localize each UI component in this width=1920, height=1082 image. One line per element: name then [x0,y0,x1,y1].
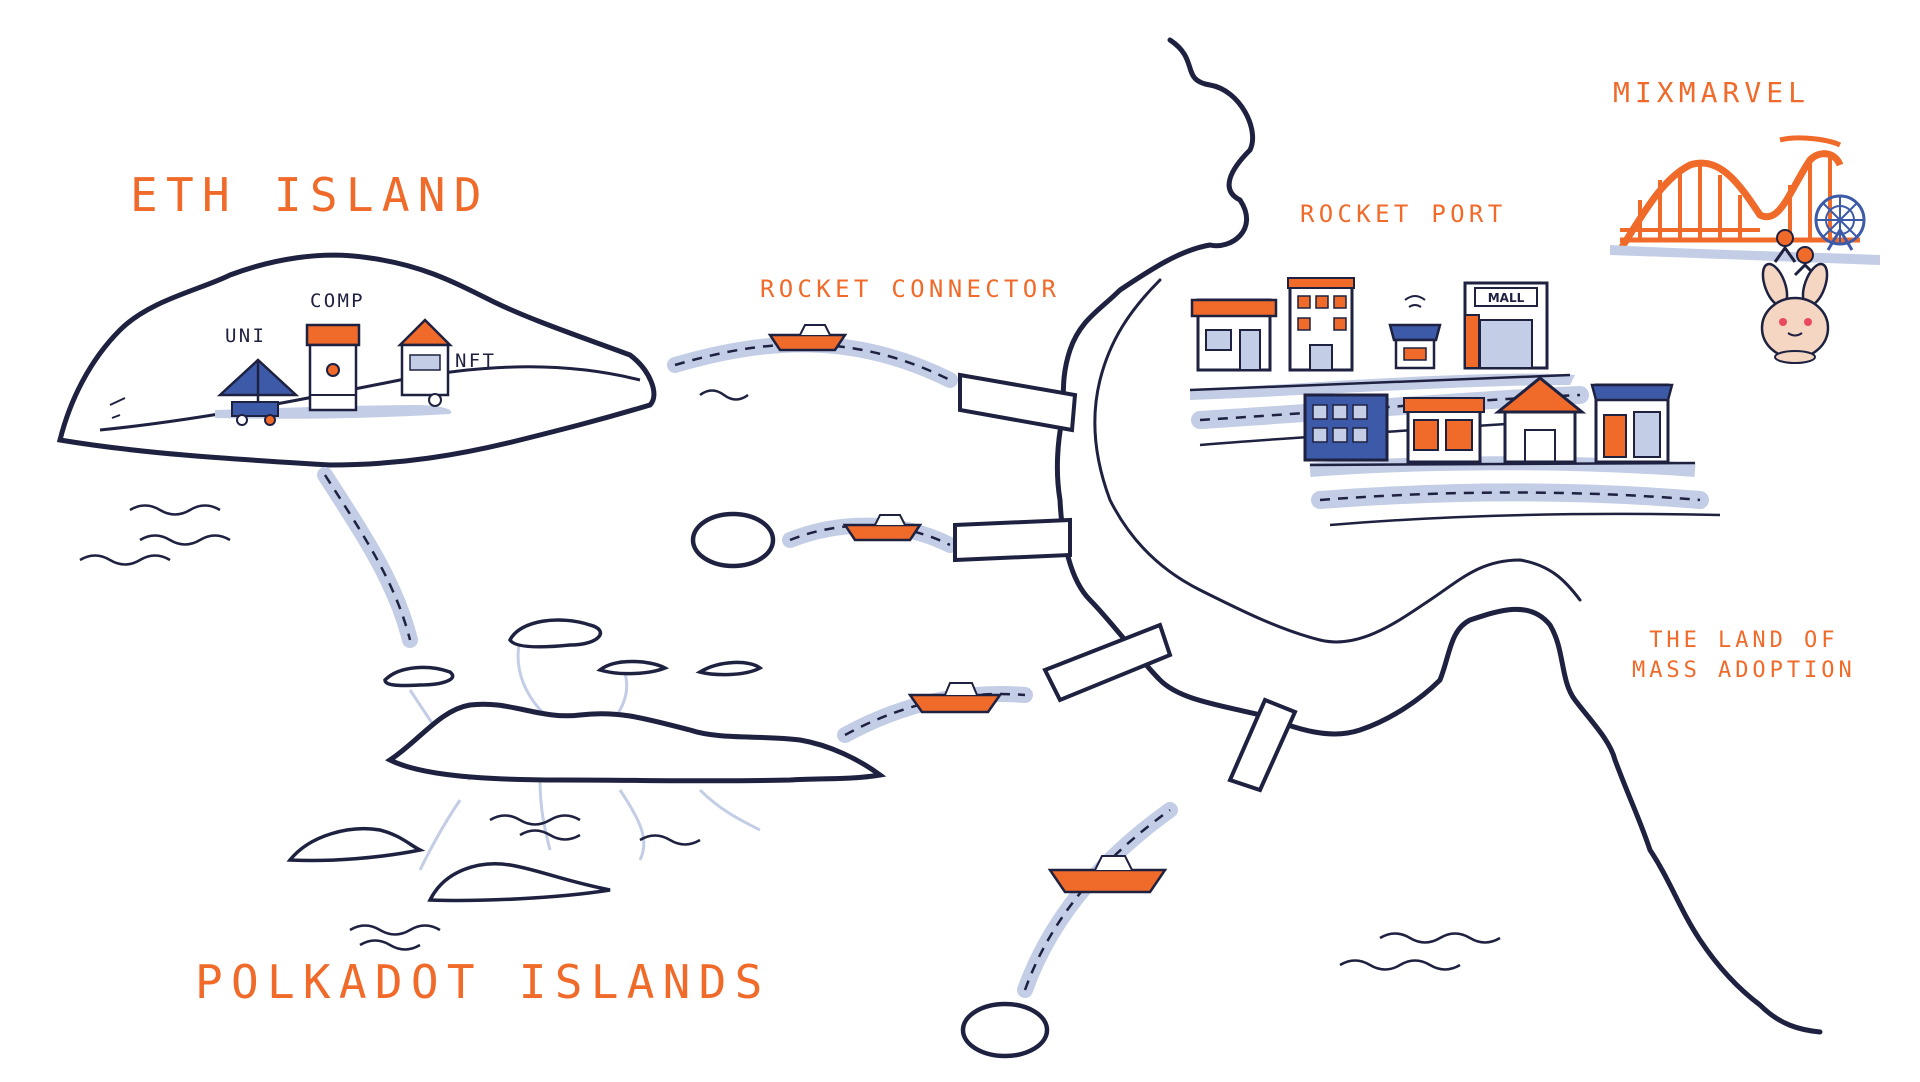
pier [953,372,1298,793]
roller-coaster-icon [1610,135,1880,265]
polkadot-island-top [507,618,603,649]
uni-stall-label: UNI [225,325,267,347]
pavilion-building-icon [1493,376,1587,464]
ferris-wheel-icon [1814,194,1866,251]
mainland-inner-coast [1093,278,1582,644]
eth-island-label: ETH ISLAND [130,168,490,222]
boat-icon [1047,855,1168,894]
land-of-mass-adoption-label: THE LAND OF MASS ADOPTION [1632,628,1856,683]
polkadot-island-bottom [427,862,611,903]
polkadot-island-right [596,659,670,676]
boat-icon [842,514,923,542]
polkadot-islands-label: POLKADOT ISLANDS [195,955,771,1009]
mixmarvel-label: MIXMARVEL [1613,76,1811,109]
polkadot-island-far-right [695,660,764,677]
rocket-port-streets [1189,373,1721,527]
eth-island-grass [109,397,126,419]
mall-building-icon: MALL [1463,281,1549,370]
comp-stall-icon [305,323,361,412]
boat-icon [767,324,848,352]
nft-stall-label: NFT [455,350,497,372]
polkadot-main-island [385,701,887,784]
route-eth-polkadot [317,467,418,648]
shop-building-icon [1190,298,1278,372]
boat-icon [907,682,1003,714]
cafe-building-icon [1403,397,1485,464]
rocket-connector-label: ROCKET CONNECTOR [760,275,1061,303]
kiosk-building-icon [1388,295,1442,370]
eth-water-ripples [79,389,749,566]
small-island [690,511,776,569]
office-building-icon [1303,393,1389,462]
eth-island-ridge [99,365,641,432]
rocket-port-label: ROCKET PORT [1300,200,1507,228]
uni-stall-icon [216,358,300,426]
mainland-coastline [1054,37,1823,1035]
polkadot-water-ripples [349,814,701,951]
apartment-building-icon [1287,277,1355,372]
bunny-mascot-icon [1760,262,1830,364]
polkadot-island-bottom-left [286,827,426,863]
store-building-icon [1590,383,1674,464]
polkadot-island-left [383,665,455,688]
nft-stall-icon [396,318,454,407]
comp-stall-label: COMP [310,290,365,312]
route-rocket-connector-4 [1017,802,1178,998]
mall-sign: MALL [1488,291,1525,305]
small-island [960,1001,1050,1059]
mainland-water-ripples [1339,932,1501,971]
